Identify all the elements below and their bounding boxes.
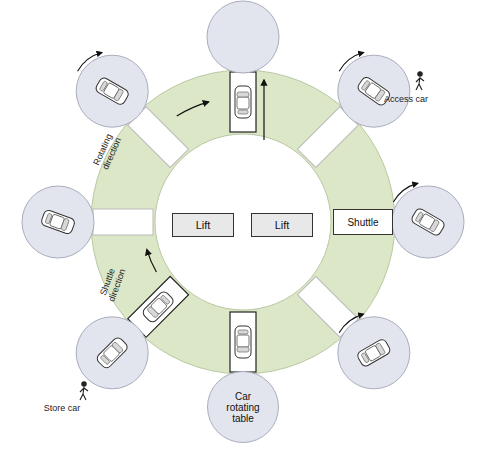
rotating-table: [76, 317, 148, 389]
rotating-table: [338, 317, 410, 389]
action-label: Access car: [384, 95, 428, 105]
action-label: Store car: [44, 404, 81, 414]
table-rotation-arrow: [78, 53, 102, 72]
car-icon: [235, 86, 251, 118]
person-icon: [80, 382, 88, 400]
rotating-table: [207, 1, 279, 73]
lift-box: Lift: [172, 213, 234, 237]
inner-area: [155, 134, 331, 310]
rotating-table: [76, 55, 148, 127]
car-icon: [356, 338, 392, 368]
shuttle-arrow: [263, 80, 264, 140]
table-rotation-arrow: [393, 183, 417, 202]
shuttle-track: [93, 209, 153, 235]
shuttle-track: [230, 72, 256, 132]
car-icon: [95, 336, 129, 370]
rotating-table: [22, 186, 94, 258]
rotating-arrow: [147, 250, 157, 272]
car-icon: [141, 290, 175, 324]
car-icon: [410, 207, 446, 237]
node-text: Car rotating table: [217, 391, 269, 424]
node-text: Lift: [275, 219, 290, 231]
shuttle-box: Shuttle: [333, 209, 393, 235]
table-rotation-arrow: [339, 314, 363, 333]
car-icon: [40, 209, 76, 235]
node-text: Shuttle: [347, 217, 378, 228]
car-icon: [94, 76, 130, 106]
lift-box: Lift: [251, 213, 313, 237]
car-icon: [235, 326, 251, 358]
rotating-arrow: [177, 102, 209, 116]
table-rotation-arrow: [339, 53, 363, 72]
person-icon: [416, 72, 424, 90]
car-rotating-table: Car rotating table: [207, 371, 279, 443]
rotating-table: [392, 186, 464, 258]
shuttle-track: [230, 312, 256, 372]
node-text: Lift: [196, 219, 211, 231]
rotating-table: [338, 55, 410, 127]
